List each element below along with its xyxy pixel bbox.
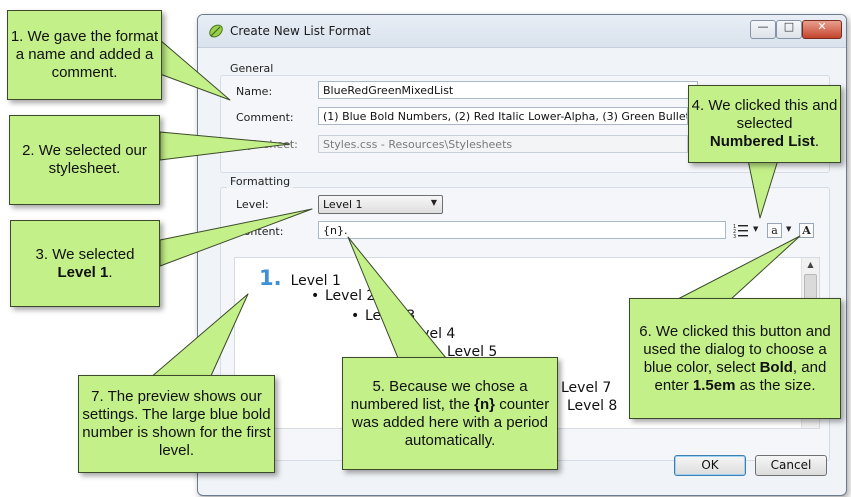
cancel-button[interactable]: Cancel [755,455,827,476]
svg-text:2: 2 [733,229,736,235]
preview-item-level-7: Level 7 [561,380,612,396]
insert-text-icon[interactable]: a [767,223,782,238]
name-label: Name: [236,85,273,98]
level-dropdown-value: Level 1 [323,198,363,211]
maximize-button[interactable]: □ [776,20,802,39]
bullet-icon: • [351,308,360,324]
callout-7: 7. The preview shows our settings. The l… [78,375,275,473]
minimize-button[interactable]: — [750,20,776,39]
preview-number: 1. [259,266,282,290]
close-icon: ✕ [817,20,827,33]
callout-5: 5. Because we chose a numbered list, the… [342,357,558,470]
callout-2-pointer [159,131,291,161]
ok-button[interactable]: OK [674,455,746,476]
leaf-app-icon [209,24,223,38]
callout-6: 6. We clicked this button and used the d… [629,298,841,419]
preview-item-level-5: Level 5 [447,344,498,360]
maximize-icon: □ [783,20,795,33]
level-dropdown[interactable]: Level 1 ▼ [318,195,443,214]
dialog-title: Create New List Format [230,24,371,38]
list-type-dropdown-icon[interactable]: ▼ [753,225,759,233]
callout-7-pointer [149,293,249,379]
callout-4: 4. We clicked this and selected Numbered… [688,85,841,163]
preview-item-level-8: Level 8 [567,398,618,414]
callout-6-pointer [675,235,801,301]
content-input[interactable]: {n}. [318,221,726,239]
callout-5-pointer [347,236,447,359]
callout-1-pointer [159,39,231,101]
callout-3-pointer [159,208,313,267]
general-group-label: General [227,62,277,75]
title-bar[interactable]: Create New List Format — □ ✕ [198,15,846,48]
comment-input[interactable]: (1) Blue Bold Numbers, (2) Red Italic Lo… [318,107,688,125]
insert-dropdown-icon[interactable]: ▼ [786,225,792,233]
bullet-icon: • [311,288,320,304]
formatting-group-label: Formatting [227,175,294,188]
preview-item-level-2: •Level 2 [311,288,376,304]
comment-label: Comment: [236,111,294,124]
callout-2: 2. We selected our stylesheet. [9,115,160,205]
stylesheet-input[interactable]: Styles.css - Resources\Stylesheets [318,135,688,153]
callout-3: 3. We selected Level 1. [10,220,160,307]
svg-text:3: 3 [733,234,736,238]
callout-1: 1. We gave the format a name and added a… [7,10,162,100]
chevron-down-icon: ▼ [430,198,437,207]
level-label: Level: [236,198,269,211]
scroll-up-icon[interactable]: ▲ [807,260,814,269]
svg-text:1: 1 [733,224,736,230]
name-input[interactable]: BlueRedGreenMixedList [318,81,698,99]
numbered-list-icon[interactable]: 1 2 3 [733,222,749,238]
minimize-icon: — [757,20,769,33]
callout-4-pointer [747,159,779,219]
close-button[interactable]: ✕ [802,20,842,39]
preview-item-level-1: 1.Level 1 [259,266,341,290]
font-format-icon[interactable]: A [799,223,814,238]
